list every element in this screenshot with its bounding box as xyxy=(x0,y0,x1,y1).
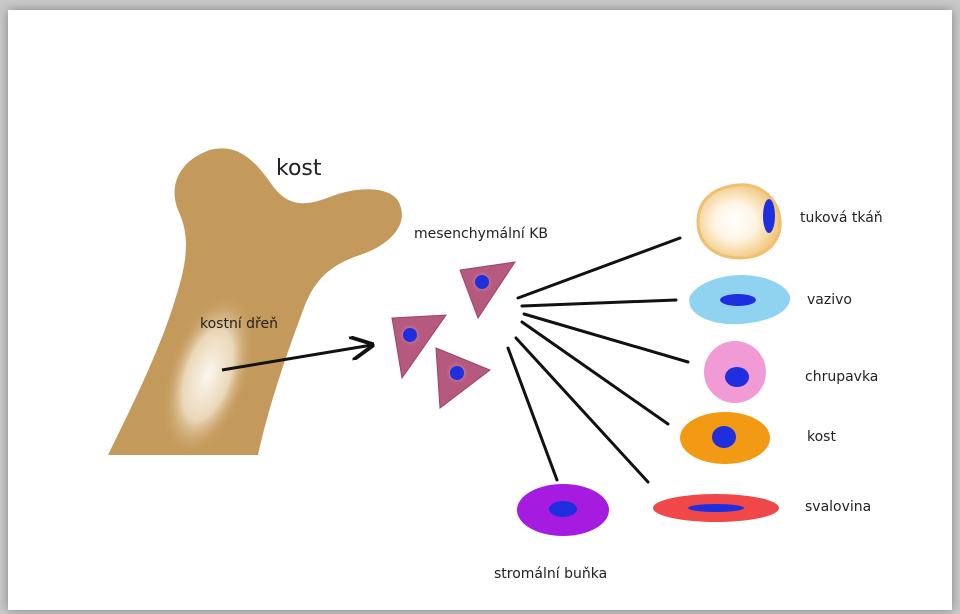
nucleus xyxy=(688,504,744,512)
label-msc: mesenchymální KB xyxy=(414,226,548,242)
msc-cell xyxy=(436,348,490,408)
cartilage-cell xyxy=(704,341,766,403)
label-marrow: kostní dřeň xyxy=(200,316,278,332)
nucleus xyxy=(475,275,489,289)
msc-cell xyxy=(460,262,515,318)
fat-cell xyxy=(698,185,780,258)
line-to-bone xyxy=(522,322,668,424)
nucleus xyxy=(403,328,417,342)
nucleus xyxy=(549,501,577,517)
connective-cell xyxy=(689,275,790,324)
label-kost-title: kost xyxy=(276,156,322,181)
muscle-cell xyxy=(653,494,779,522)
nucleus xyxy=(720,294,756,306)
nucleus xyxy=(725,367,749,387)
line-to-connective xyxy=(522,300,676,306)
line-to-fat xyxy=(518,238,680,298)
bone-cell xyxy=(680,412,770,464)
line-to-muscle xyxy=(516,338,648,482)
label-bone: kost xyxy=(807,429,836,445)
label-muscle: svalovina xyxy=(805,499,871,515)
nucleus xyxy=(450,366,464,380)
line-to-stromal xyxy=(508,348,557,480)
label-fat: tuková tkáň xyxy=(800,210,883,226)
line-to-cartilage xyxy=(524,314,688,362)
label-stromal: stromální buňka xyxy=(494,566,607,582)
differentiation-lines xyxy=(508,238,688,482)
label-connective: vazivo xyxy=(807,292,852,308)
label-cartilage: chrupavka xyxy=(805,369,878,385)
bone-shape xyxy=(108,148,402,468)
stromal-cell xyxy=(517,484,609,536)
nucleus xyxy=(712,426,736,448)
nucleus xyxy=(763,199,775,233)
